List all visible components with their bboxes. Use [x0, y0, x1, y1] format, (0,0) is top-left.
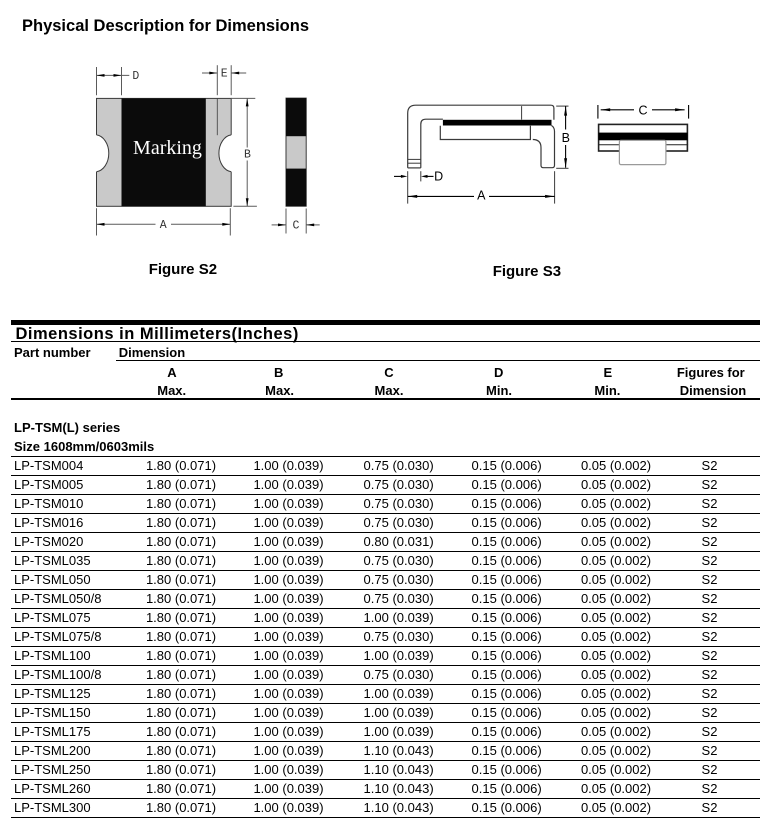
svg-text:C: C: [638, 103, 647, 117]
svg-text:A: A: [160, 219, 167, 232]
svg-text:B: B: [244, 149, 251, 162]
svg-text:Marking: Marking: [133, 137, 202, 159]
svg-text:C: C: [293, 220, 300, 233]
svg-text:B: B: [562, 131, 570, 145]
svg-text:D: D: [132, 70, 139, 83]
svg-text:A: A: [477, 188, 486, 202]
svg-text:E: E: [221, 68, 228, 81]
svg-text:D: D: [434, 169, 443, 183]
